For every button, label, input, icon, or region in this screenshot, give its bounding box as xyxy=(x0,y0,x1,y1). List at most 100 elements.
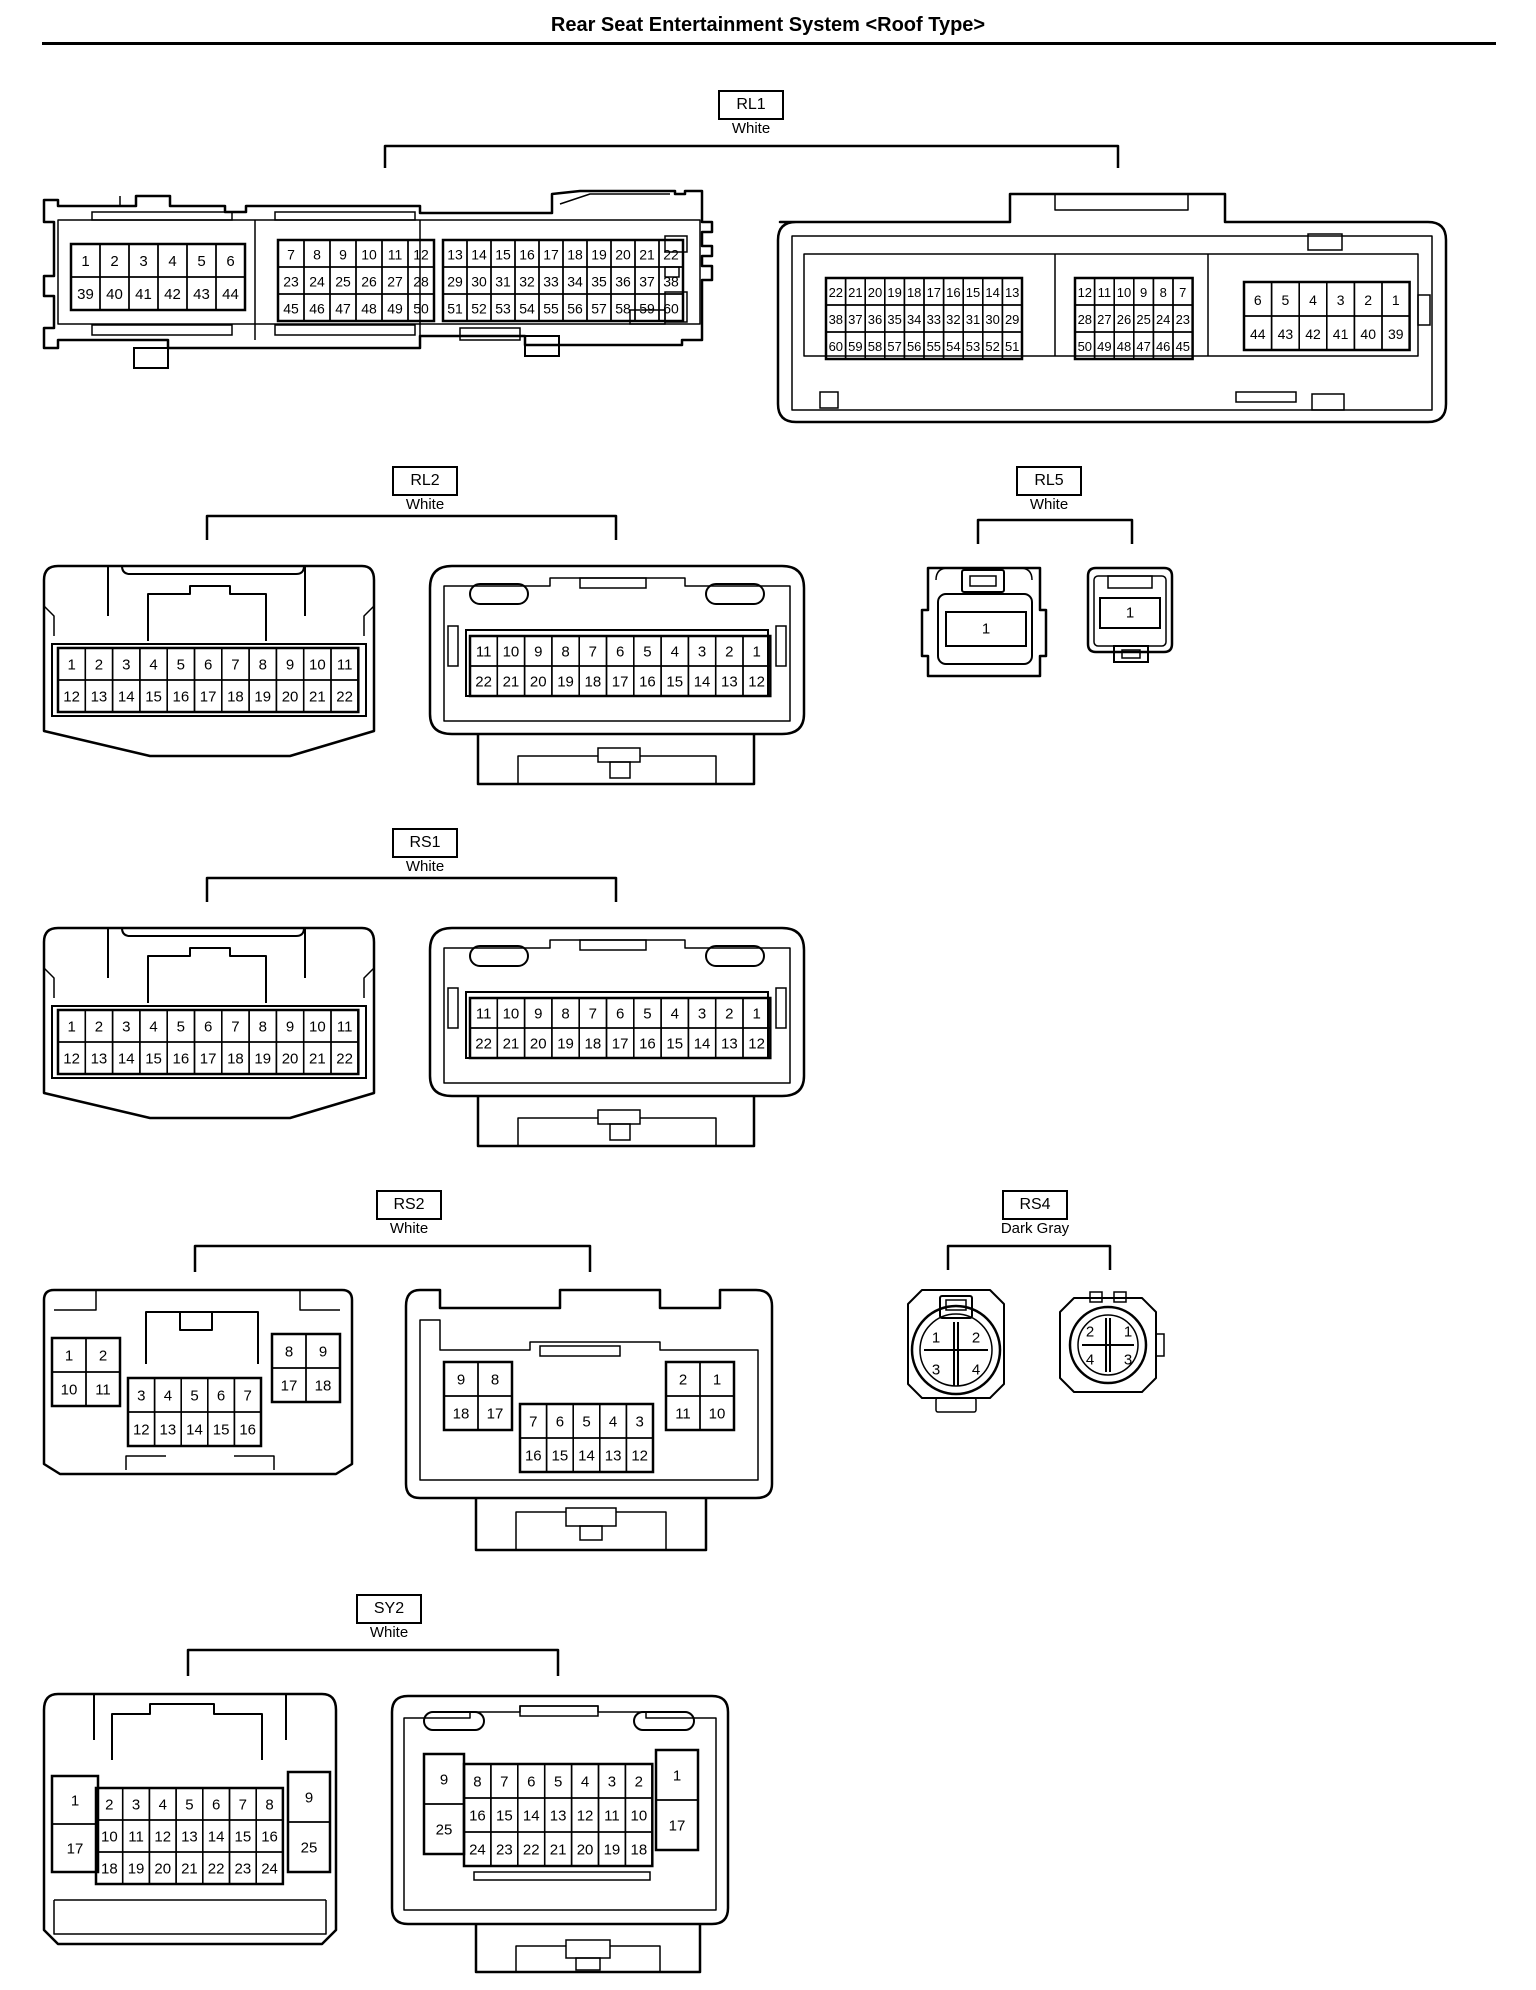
pin-number: 10 xyxy=(1117,285,1131,300)
pin-number: 14 xyxy=(985,285,999,300)
pin-number: 25 xyxy=(436,1822,453,1839)
pin-number: 24 xyxy=(309,274,325,290)
pin-number: 1 xyxy=(71,1793,79,1810)
pin-number: 17 xyxy=(927,285,941,300)
pin-number: 9 xyxy=(534,644,542,661)
connector-code-rl1: RL1 xyxy=(718,90,784,120)
pin-number: 2 xyxy=(110,253,118,270)
pin-number: 8 xyxy=(313,247,321,263)
pin-number: 13 xyxy=(721,1036,738,1053)
pin-number: 42 xyxy=(1305,326,1321,342)
pin-number: 14 xyxy=(578,1448,595,1465)
pin-number: 53 xyxy=(966,339,980,354)
pin-number: 35 xyxy=(887,312,901,327)
housing-inner xyxy=(1077,1314,1139,1376)
pin-number: 3 xyxy=(132,1797,140,1814)
pin-number: 12 xyxy=(1078,285,1092,300)
pin-number: 10 xyxy=(503,1006,520,1023)
pin-number: 14 xyxy=(118,1051,135,1068)
pin-number: 22 xyxy=(208,1861,225,1878)
pin-number: 33 xyxy=(927,312,941,327)
pin-number: 11 xyxy=(1098,285,1112,300)
pin-number: 12 xyxy=(133,1422,150,1439)
latch-tab xyxy=(565,1507,617,1527)
latch-tab xyxy=(1155,1333,1165,1357)
pin-number: 1 xyxy=(1126,605,1134,622)
connector-color-rl2: White xyxy=(405,496,445,513)
pin-number: 57 xyxy=(591,301,607,317)
housing-outline xyxy=(121,565,305,575)
latch-housing xyxy=(474,1924,702,1974)
rs4-left-body xyxy=(907,1289,1005,1399)
pin-block-outline xyxy=(664,1360,736,1432)
pin-number: 3 xyxy=(1124,1352,1132,1369)
pin-number: 14 xyxy=(471,247,487,263)
guide-slot xyxy=(664,235,688,253)
pin-block-outline xyxy=(69,242,247,312)
pin-number: 18 xyxy=(453,1406,470,1423)
pin-number: 6 xyxy=(527,1774,535,1791)
page-title: Rear Seat Entertainment System <Roof Typ… xyxy=(550,14,986,36)
pin-number: 19 xyxy=(254,1051,271,1068)
pin-number: 18 xyxy=(227,1051,244,1068)
pin-number: 18 xyxy=(631,1842,648,1859)
rl1-left-inner xyxy=(57,219,701,325)
key-slot xyxy=(469,583,529,605)
pin-number: 20 xyxy=(530,1036,547,1053)
pin-number: 10 xyxy=(309,657,326,674)
latch-detail xyxy=(517,1117,717,1146)
pin-number: 13 xyxy=(447,247,463,263)
rl1-right-detail xyxy=(1054,194,1189,211)
pin-number: 6 xyxy=(556,1414,564,1431)
pin-number: 1 xyxy=(1392,292,1400,308)
pin-number: 16 xyxy=(519,247,535,263)
pin-number: 47 xyxy=(335,301,351,317)
rs2-left-housing xyxy=(42,1288,354,1476)
pin-number: 11 xyxy=(337,657,353,674)
pin-number: 7 xyxy=(231,1019,239,1036)
pin-frame xyxy=(51,643,367,717)
pin-number: 37 xyxy=(639,274,655,290)
pin-number: 16 xyxy=(639,674,656,691)
pin-number: 15 xyxy=(235,1829,252,1846)
latch-tab xyxy=(575,1957,601,1971)
pin-number: 30 xyxy=(471,274,487,290)
pin-cell xyxy=(1099,597,1161,629)
pin-number: 21 xyxy=(848,285,862,300)
pin-block-outline xyxy=(1242,280,1411,352)
pin-number: 13 xyxy=(550,1808,567,1825)
pin-number: 4 xyxy=(581,1774,589,1791)
pin-number: 18 xyxy=(101,1861,118,1878)
pin-number: 10 xyxy=(361,247,377,263)
pin-number: 11 xyxy=(604,1808,620,1825)
housing-detail xyxy=(125,1455,275,1470)
pin-number: 19 xyxy=(591,247,607,263)
pin-number: 18 xyxy=(585,674,602,691)
pin-number: 40 xyxy=(106,286,123,303)
sy2-left-housing xyxy=(42,1692,338,1946)
pin-number: 24 xyxy=(469,1842,486,1859)
pin-number: 46 xyxy=(309,301,325,317)
latch-slot xyxy=(274,211,416,221)
pin-number: 15 xyxy=(145,689,162,706)
pin-number: 48 xyxy=(361,301,377,317)
pin-number: 8 xyxy=(491,1372,499,1389)
pin-number: 59 xyxy=(639,301,655,317)
pin-number: 5 xyxy=(177,657,185,674)
pin-number: 22 xyxy=(336,1051,353,1068)
pin-number: 15 xyxy=(213,1422,230,1439)
pin-number: 14 xyxy=(118,689,135,706)
pin-number: 8 xyxy=(561,1006,569,1023)
pin-number: 3 xyxy=(698,644,706,661)
latch-tab xyxy=(1113,1291,1127,1303)
pin-number: 4 xyxy=(1086,1352,1094,1369)
pin-number: 3 xyxy=(139,253,147,270)
pin-number: 5 xyxy=(582,1414,590,1431)
housing-inner xyxy=(443,577,791,722)
connector-color-rs2: White xyxy=(389,1220,429,1237)
pin-number: 9 xyxy=(339,247,347,263)
pin-number: 36 xyxy=(868,312,882,327)
pin-number: 7 xyxy=(589,644,597,661)
pin-number: 7 xyxy=(244,1388,252,1405)
housing-detail xyxy=(53,1900,327,1935)
